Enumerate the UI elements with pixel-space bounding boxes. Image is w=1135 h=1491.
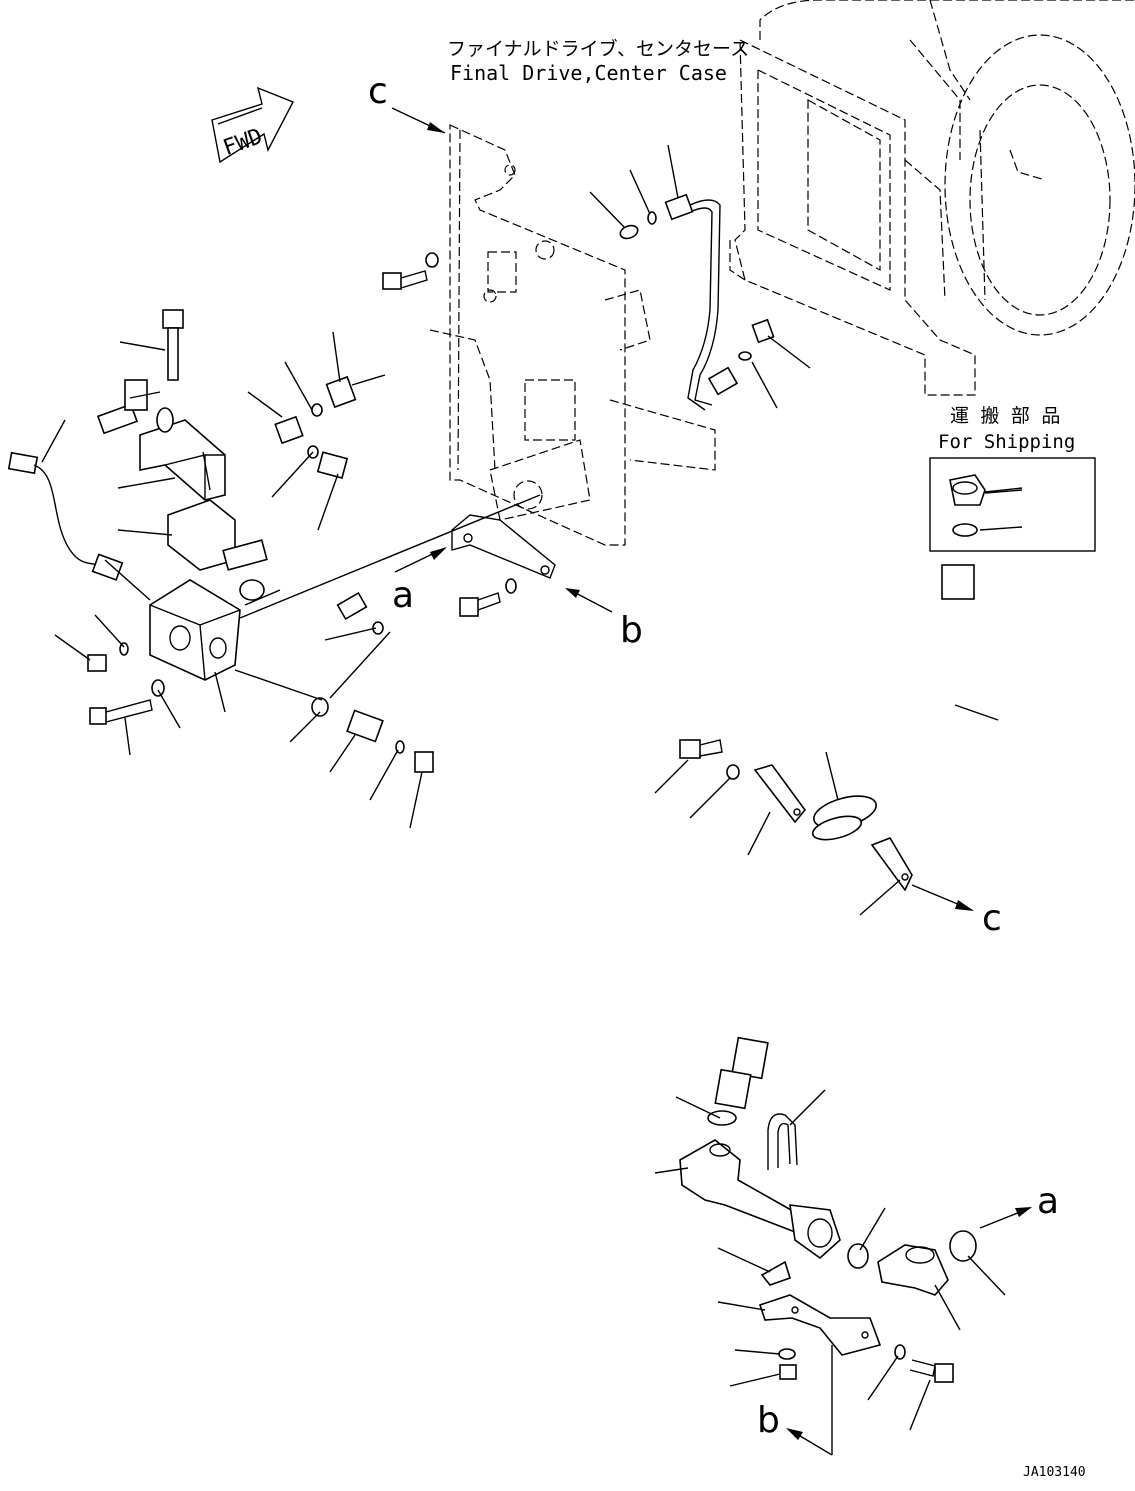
bracket-lower-right	[758, 1294, 882, 1356]
washer-bracket	[894, 1344, 906, 1360]
bolt-bracket	[459, 578, 517, 617]
pipe-assembly	[679, 1139, 841, 1260]
clamp-plate-left	[753, 764, 807, 824]
o-ring-right-lower	[949, 1230, 977, 1262]
title-english: Final Drive,Center Case	[450, 61, 727, 85]
marker-a-upper-label: a	[392, 575, 414, 616]
valve-block	[149, 579, 241, 681]
o-ring-large-lower	[311, 697, 329, 717]
marker-c-lower-label: c	[982, 898, 1002, 939]
elbow-fitting-right	[877, 1244, 949, 1296]
forward-direction-arrow: FWD	[211, 86, 294, 164]
solenoid-valve	[96, 379, 226, 501]
o-ring-block	[239, 579, 265, 601]
marker-c-lower: c	[911, 884, 1002, 939]
marker-b-upper: b	[565, 588, 643, 651]
plug-left	[87, 654, 107, 672]
clamp-plate-right	[870, 837, 913, 892]
marker-a-upper: a	[392, 547, 447, 616]
marker-c-upper-label: c	[368, 71, 388, 112]
sensor-cable	[7, 451, 124, 581]
for-shipping-box: 運 搬 部 品 For Shipping	[929, 405, 1096, 552]
bolt-lower-left	[89, 699, 153, 725]
bolt-clamp	[679, 739, 740, 780]
adapter-fitting	[311, 374, 386, 417]
bolt-long-top	[162, 309, 184, 381]
marker-a-lower-label: a	[1037, 1181, 1059, 1222]
plug-lower-middle	[414, 751, 434, 773]
marker-b-lower-label: b	[757, 1400, 780, 1441]
title-japanese: ファイナルドライブ、センタセース	[447, 37, 749, 60]
elbow-fitting-left	[274, 415, 319, 459]
mounting-plate	[429, 124, 716, 546]
marker-b-lower: b	[757, 1400, 833, 1456]
drawing-number: JA103140	[1023, 1465, 1086, 1480]
steel-tube	[664, 193, 739, 411]
washer-lower-left	[151, 679, 165, 697]
o-ring-left	[119, 642, 129, 656]
tee-fitting	[346, 709, 384, 743]
marker-c-upper: c	[368, 71, 446, 134]
o-ring-upper	[619, 224, 639, 240]
final-drive-center-case	[729, 0, 1135, 396]
fwd-label: FWD	[220, 124, 266, 161]
shipping-title-jp: 運 搬 部 品	[950, 405, 1060, 427]
marker-b-upper-label: b	[620, 610, 643, 651]
bolt-upper	[382, 252, 439, 290]
leader-lines-right	[654, 489, 1023, 1455]
marker-a-lower: a	[979, 1181, 1059, 1229]
leader-lines-left	[41, 144, 811, 829]
lower-bracket	[451, 514, 556, 579]
shipping-title-en: For Shipping	[938, 431, 1075, 453]
o-ring-pipe	[707, 1110, 737, 1126]
u-bolt	[767, 1113, 798, 1170]
o-ring-elbow	[847, 1243, 869, 1269]
hose-clamp	[811, 795, 877, 841]
clip	[760, 1260, 791, 1286]
hose-middle	[316, 451, 386, 621]
bolt-bracket-right	[909, 1359, 954, 1383]
pressure-reducing-valve	[167, 499, 268, 571]
washer-lower-right	[778, 1348, 796, 1360]
o-ring-right-upper	[738, 351, 752, 361]
plug-right-upper	[751, 318, 775, 344]
o-ring-small-upper	[647, 211, 657, 225]
nut-lower-right	[779, 1364, 797, 1380]
